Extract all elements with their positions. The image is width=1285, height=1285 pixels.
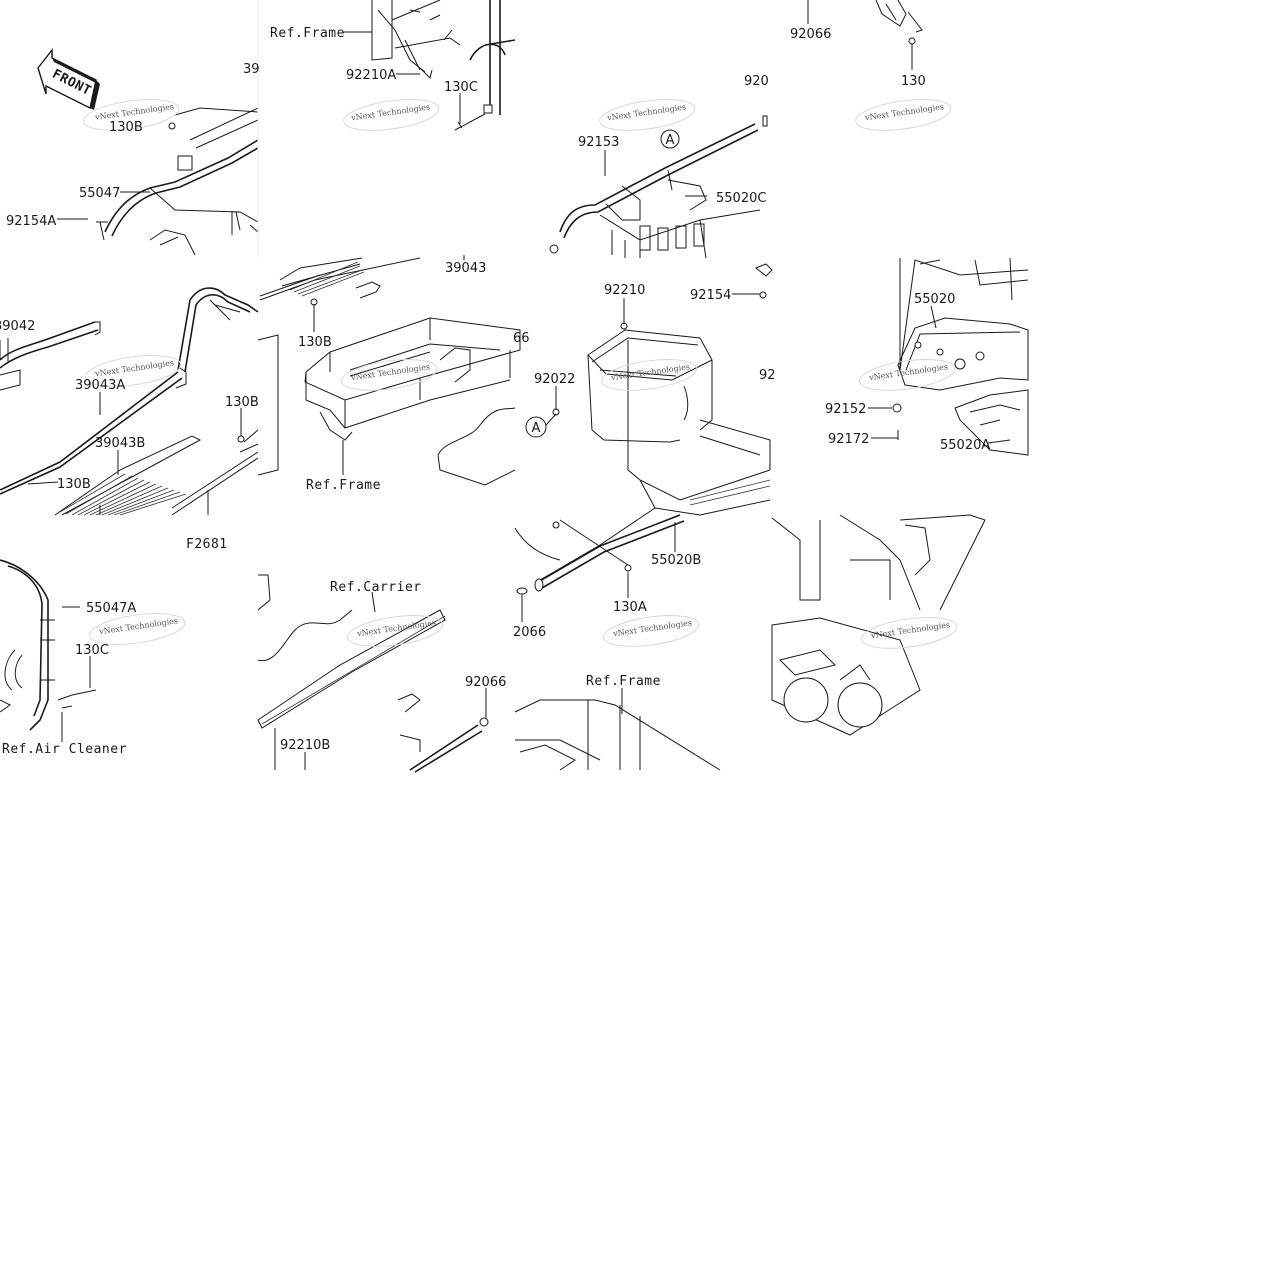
watermark: vNext Technologies	[341, 359, 438, 391]
watermark-text: vNext Technologies	[612, 618, 693, 638]
part-label-55047a: 55047A	[86, 601, 136, 616]
watermark-text: vNext Technologies	[606, 102, 687, 122]
watermark: vNext Technologies	[861, 617, 958, 649]
part-label-130c: 130C	[75, 643, 109, 658]
part-labels: FRONT 92066 130 Ref.Frame 92210A 130C 39…	[0, 26, 990, 757]
part-label-130b: 130B	[298, 335, 332, 350]
watermark: vNext Technologies	[601, 359, 698, 391]
front-arrow-icon	[37, 47, 100, 110]
part-label-55020a: 55020A	[940, 438, 990, 453]
part-label-92152: 92152	[825, 402, 866, 417]
part-label-130b: 130B	[57, 477, 91, 492]
watermark-text: vNext Technologies	[350, 102, 431, 122]
watermark-text: vNext Technologies	[94, 358, 175, 378]
part-label-130b: 130B	[225, 395, 259, 410]
part-label-2066: 2066	[513, 625, 546, 640]
watermark-text: vNext Technologies	[864, 102, 945, 122]
watermark: vNext Technologies	[347, 615, 444, 647]
part-label-92210: 92210	[604, 283, 645, 298]
part-label-55047: 55047	[79, 186, 120, 201]
leader-lines	[0, 0, 1011, 770]
part-label-92154: 92154	[690, 288, 731, 303]
part-label-55020: 55020	[914, 292, 955, 307]
part-label-39043a: 39043A	[75, 378, 125, 393]
ref-frame-label: Ref.Frame	[270, 26, 345, 41]
callout-a-label: A	[666, 133, 675, 148]
ref-carrier-label: Ref.Carrier	[330, 580, 422, 595]
ref-air-cleaner-label: Ref.Air Cleaner	[2, 742, 127, 757]
watermark: vNext Technologies	[603, 615, 700, 647]
part-label-92022: 92022	[534, 372, 575, 387]
watermark: vNext Technologies	[599, 99, 696, 131]
part-label-55020b: 55020B	[651, 553, 701, 568]
watermark-text: vNext Technologies	[350, 362, 431, 382]
watermark-text: vNext Technologies	[610, 362, 691, 382]
part-label-92066: 92066	[465, 675, 506, 690]
part-label-92153: 92153	[578, 135, 619, 150]
part-label-92210b: 92210B	[280, 738, 330, 753]
part-label-92154a: 92154A	[6, 214, 56, 229]
part-label-39043b: 39043B	[95, 436, 145, 451]
frame-drawing	[0, 0, 1029, 773]
part-label-66: 66	[513, 331, 530, 346]
part-label-92172: 92172	[828, 432, 869, 447]
figure-id: F2681	[186, 537, 228, 552]
part-label-130b: 130B	[109, 120, 143, 135]
part-label-55020c: 55020C	[716, 191, 766, 206]
ref-frame-label: Ref.Frame	[586, 674, 661, 689]
ref-frame-label: Ref.Frame	[306, 478, 381, 493]
part-label-130a: 130A	[613, 600, 647, 615]
callout-a-middle: A	[525, 416, 547, 438]
part-label-92: 92	[759, 368, 776, 383]
callout-a-top: A	[660, 129, 680, 149]
watermark-text: vNext Technologies	[98, 616, 179, 636]
part-label-92066: 92066	[790, 27, 831, 42]
part-label-39043: 39043	[445, 261, 486, 276]
watermark: vNext Technologies	[855, 99, 952, 131]
part-label-39: 39	[243, 62, 260, 77]
part-label-39042: 39042	[0, 319, 35, 334]
watermarks: vNext Technologies vNext Technologies vN…	[83, 99, 958, 649]
part-label-130c: 130C	[444, 80, 478, 95]
part-label-92210a: 92210A	[346, 68, 396, 83]
callout-a-label: A	[532, 421, 541, 436]
watermark-text: vNext Technologies	[356, 618, 437, 638]
part-label-130: 130	[901, 74, 926, 89]
watermark-text: vNext Technologies	[870, 620, 951, 640]
part-label-920: 920	[744, 74, 769, 89]
watermark: vNext Technologies	[343, 99, 440, 131]
